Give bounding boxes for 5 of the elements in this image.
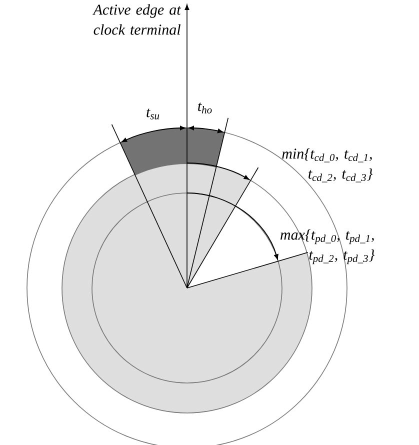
time-label: t$_{su}$ bbox=[146, 108, 160, 120]
delay-label: max{t$_{pd_0}$, t$_{pd_1}$, t$_{pd_2}$, t$_{pd_3}$} bbox=[280, 229, 375, 264]
time-label: t$_{ho}$ bbox=[198, 102, 212, 114]
axis-label: Active edge at clock terminal bbox=[92, 4, 182, 35]
delay-label: min{t$_{cd_0}$, t$_{cd_1}$, t$_{cd_2}$, t$_{cd_3}$} bbox=[282, 148, 373, 182]
